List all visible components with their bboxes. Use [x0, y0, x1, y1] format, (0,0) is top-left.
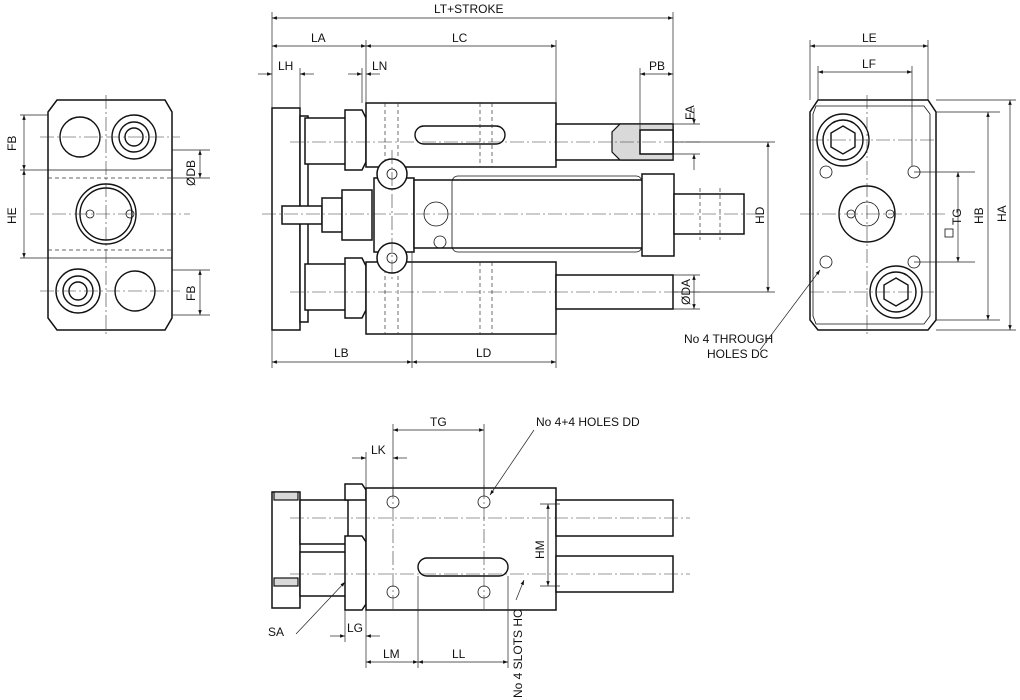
le-label: LE [862, 31, 877, 45]
ha-label: HA [995, 205, 1009, 222]
ln-label: LN [372, 59, 387, 73]
right-end-view [759, 40, 1016, 351]
slots-hc-label: No 4 SLOTS HC [511, 609, 525, 698]
bottom-view [271, 424, 690, 668]
lg-label: LG [347, 621, 363, 635]
fb-top-label: FB [5, 136, 19, 151]
da-label: ØDA [679, 279, 693, 305]
lm-label: LM [383, 647, 400, 661]
left-end-view [20, 95, 210, 335]
lt-stroke-label: LT+STROKE [434, 2, 503, 16]
lk-label: LK [371, 443, 386, 457]
fa-label: FA [683, 105, 697, 120]
through-holes-label-line2: HOLES DC [707, 347, 769, 361]
hb-label: HB [972, 207, 986, 224]
fb-bottom-label: FB [184, 286, 198, 301]
lc-label: LC [452, 31, 468, 45]
lb-label: LB [334, 346, 349, 360]
db-label: ØDB [184, 160, 198, 186]
holes-dd-label: No 4+4 HOLES DD [536, 415, 640, 429]
hm-label: HM [533, 540, 547, 559]
main-side-view [258, 12, 775, 368]
la-label: LA [311, 31, 326, 45]
sa-label: SA [268, 625, 284, 639]
hd-label: HD [753, 206, 767, 224]
through-holes-label-line1: No 4 THROUGH [684, 332, 773, 346]
ld-label: LD [476, 346, 492, 360]
pb-label: PB [649, 59, 665, 73]
ll-label: LL [452, 647, 466, 661]
lf-label: LF [862, 57, 876, 71]
tg-side-label: TG [950, 208, 964, 225]
lh-label: LH [278, 59, 293, 73]
tg-bottom-label: TG [430, 415, 447, 429]
he-label: HE [5, 207, 19, 224]
